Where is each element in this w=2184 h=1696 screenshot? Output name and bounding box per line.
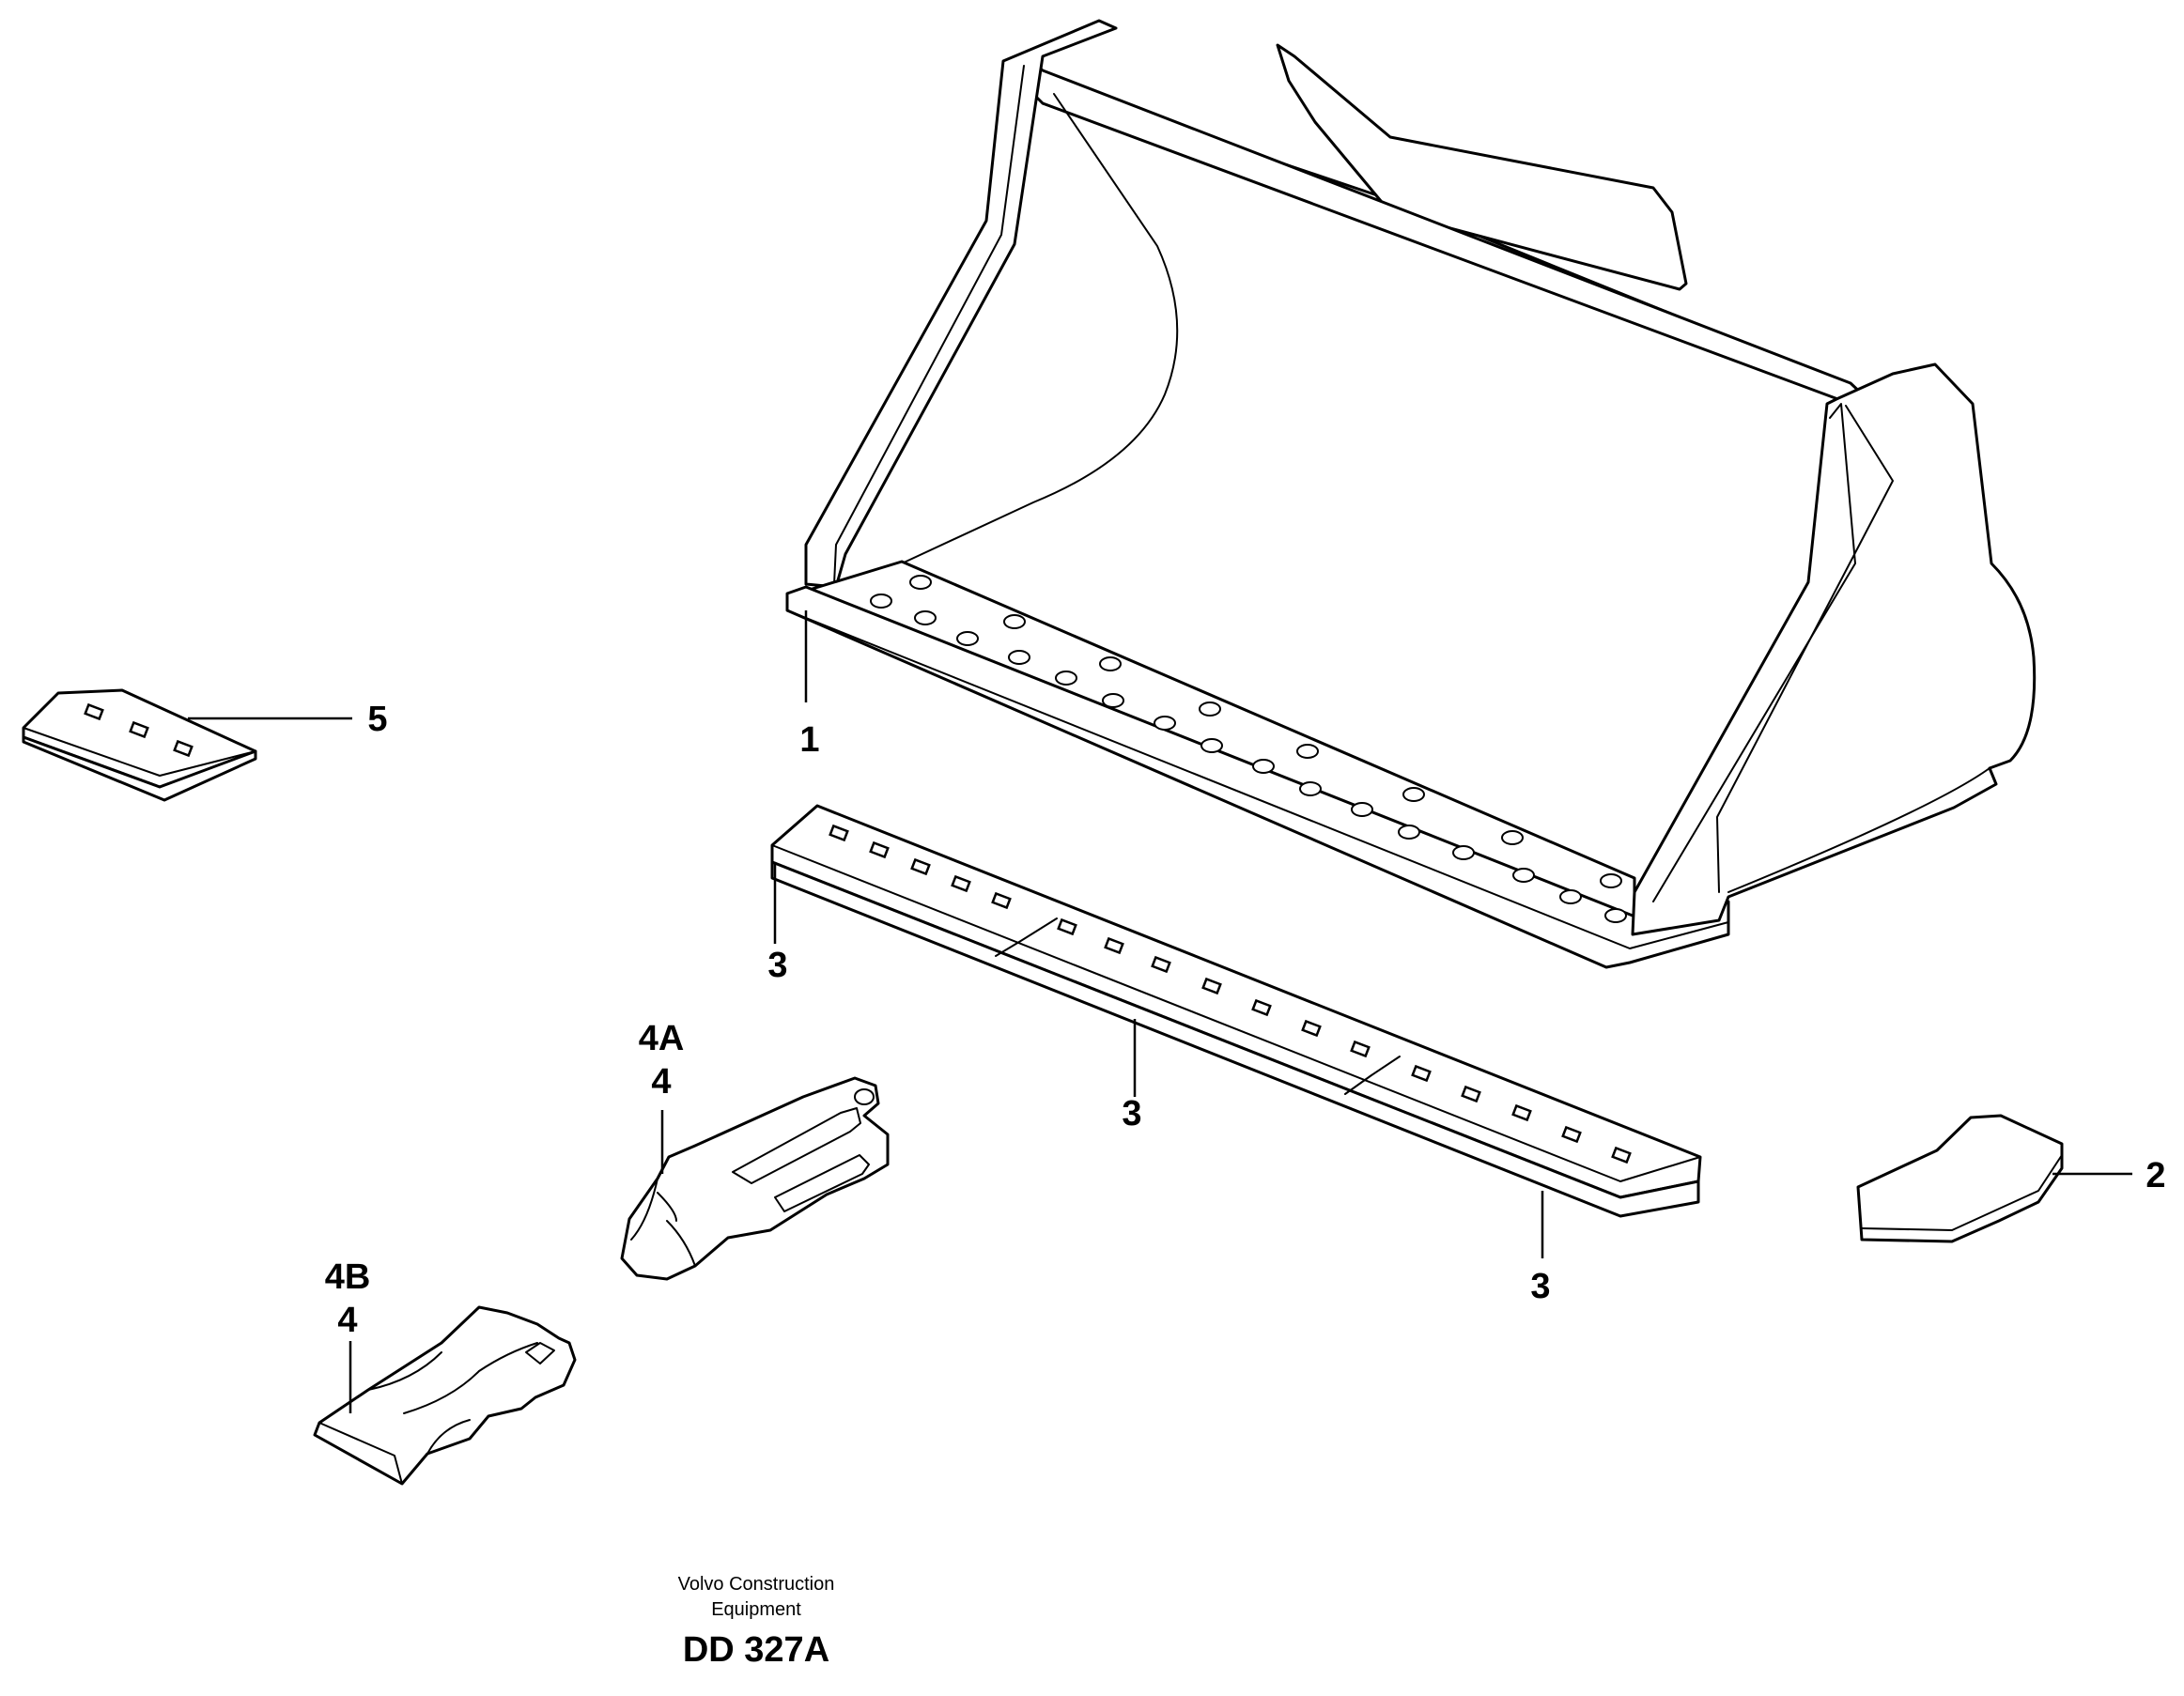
tooth-side-detail bbox=[525, 1342, 555, 1365]
bolt-hole bbox=[1102, 693, 1124, 708]
wear-plate-hole bbox=[129, 720, 149, 739]
tooth-adapter-4a-part bbox=[620, 1076, 890, 1281]
bucket-right-side-bevel bbox=[1652, 403, 1856, 902]
tooth-ridge bbox=[318, 1342, 538, 1485]
edge-square-hole bbox=[991, 891, 1012, 910]
side-cutter-bevel bbox=[1861, 1154, 2063, 1231]
bucket-cutting-lip bbox=[785, 585, 1730, 969]
bucket-part bbox=[785, 19, 2037, 969]
bolt-hole bbox=[1154, 716, 1176, 731]
edge-square-hole bbox=[1251, 998, 1272, 1017]
bolt-hole bbox=[956, 631, 979, 646]
bolt-hole bbox=[1299, 781, 1322, 796]
cutting-edge-front-face bbox=[770, 860, 1700, 1218]
bolt-hole bbox=[1351, 802, 1373, 817]
bolt-hole bbox=[1003, 614, 1026, 629]
bolt-hole bbox=[1252, 759, 1275, 774]
edge-square-hole bbox=[1511, 1103, 1532, 1122]
callout-edge-middle: 3 bbox=[1122, 1094, 1141, 1133]
wear-plate-hole bbox=[173, 739, 194, 758]
bolt-hole bbox=[914, 610, 937, 625]
bucket-bolt-holes bbox=[870, 575, 1627, 923]
edge-square-hole bbox=[1301, 1019, 1322, 1038]
edge-square-hole bbox=[1104, 936, 1124, 955]
bucket-left-side bbox=[804, 19, 1118, 589]
bucket-lip-edge bbox=[786, 609, 1729, 949]
callout-tooth-variant: 4B bbox=[325, 1257, 371, 1297]
bucket-floor-contour bbox=[901, 93, 1179, 564]
wear-plate-bevel bbox=[23, 727, 256, 777]
callout-tooth-number: 4 bbox=[337, 1301, 357, 1340]
tooth-adapter-nose bbox=[630, 1178, 696, 1267]
callout-wear-plate: 5 bbox=[367, 700, 387, 739]
cutting-edge-part bbox=[770, 804, 1702, 1218]
cutting-edge-joint-2 bbox=[1344, 1056, 1401, 1095]
bolt-hole bbox=[909, 575, 932, 590]
edge-square-hole bbox=[1611, 1146, 1632, 1164]
edge-square-hole bbox=[910, 857, 931, 876]
caption-manufacturer: Volvo Construction bbox=[677, 1574, 835, 1595]
bucket-back-guard bbox=[1276, 43, 1688, 291]
tooth-adapter-body bbox=[620, 1076, 890, 1281]
wear-plate-part bbox=[22, 688, 257, 802]
bucket-right-side-edge bbox=[1727, 767, 1990, 893]
bolt-hole bbox=[1452, 845, 1475, 860]
bolt-hole bbox=[1600, 873, 1622, 888]
edge-square-hole bbox=[829, 824, 849, 842]
bolt-hole bbox=[1055, 671, 1077, 686]
callout-tooth-adapter-variant: 4A bbox=[639, 1019, 685, 1058]
callout-side-cutter: 2 bbox=[2145, 1156, 2165, 1195]
cutting-edge-bevel-line bbox=[771, 844, 1701, 1182]
edge-square-hole bbox=[1057, 917, 1077, 936]
callout-tooth-adapter-number: 4 bbox=[651, 1062, 671, 1102]
wear-plate-front bbox=[22, 735, 257, 802]
edge-square-hole bbox=[1561, 1125, 1582, 1144]
callout-bucket: 1 bbox=[799, 720, 819, 760]
bolt-hole bbox=[1008, 650, 1030, 665]
callout-edge-left: 3 bbox=[767, 946, 787, 985]
bolt-hole bbox=[1512, 868, 1535, 883]
tooth-4b-part bbox=[313, 1305, 577, 1486]
side-cutter-plate bbox=[1856, 1114, 2064, 1243]
edge-square-hole bbox=[1411, 1064, 1432, 1083]
edge-square-hole bbox=[1350, 1040, 1371, 1058]
bolt-hole bbox=[1402, 787, 1425, 802]
cutting-edge-bolt-holes bbox=[829, 824, 1632, 1164]
bolt-hole bbox=[1199, 702, 1221, 717]
tooth-adapter-pin-hole bbox=[854, 1088, 875, 1105]
bolt-hole bbox=[1604, 908, 1627, 923]
edge-square-hole bbox=[951, 874, 971, 893]
edge-square-hole bbox=[869, 840, 890, 859]
bucket-left-side-inner bbox=[833, 65, 1025, 585]
edge-square-hole bbox=[1151, 955, 1171, 974]
caption-drawing-code: DD 327A bbox=[682, 1630, 830, 1670]
bolt-hole bbox=[1501, 830, 1524, 845]
caption-manufacturer-line2: Equipment bbox=[711, 1599, 801, 1620]
cutting-edge-joint-1 bbox=[995, 917, 1058, 957]
bolt-hole bbox=[1296, 744, 1319, 759]
bolt-hole bbox=[1398, 825, 1420, 840]
bolt-hole bbox=[1200, 738, 1223, 753]
tooth-adapter-slot-upper bbox=[732, 1107, 861, 1184]
tooth-adapter-slot-lower bbox=[774, 1154, 870, 1212]
side-cutter-part bbox=[1856, 1114, 2064, 1243]
bucket-right-side bbox=[1631, 362, 2037, 936]
edge-square-hole bbox=[1201, 977, 1222, 995]
edge-square-hole bbox=[1461, 1085, 1481, 1103]
bolt-hole bbox=[1099, 656, 1122, 671]
callout-edge-right: 3 bbox=[1530, 1267, 1550, 1306]
leader-lines bbox=[188, 610, 2132, 1413]
bolt-hole bbox=[1559, 889, 1582, 904]
wear-plate-hole bbox=[84, 702, 104, 721]
bucket-top-edge bbox=[1027, 56, 1869, 406]
bolt-hole bbox=[870, 594, 892, 609]
callout-labels: 1 2 3 3 3 4A 4 4B 4 5 bbox=[325, 700, 2166, 1340]
